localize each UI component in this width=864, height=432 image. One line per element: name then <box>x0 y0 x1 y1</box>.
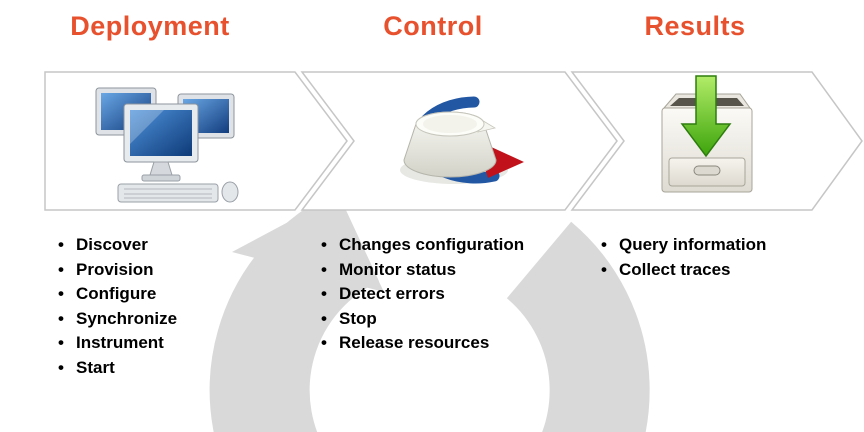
deployment-task-list: Discover Provision Configure Synchronize… <box>55 233 177 380</box>
list-item: Provision <box>55 258 177 283</box>
list-item: Discover <box>55 233 177 258</box>
list-item: Stop <box>318 307 524 332</box>
phase-title-results: Results <box>644 11 746 41</box>
list-item: Changes configuration <box>318 233 524 258</box>
list-item: Instrument <box>55 331 177 356</box>
control-task-list: Changes configuration Monitor status Det… <box>318 233 524 356</box>
archive-download-icon <box>661 75 753 193</box>
phase-title-deployment: Deployment <box>70 11 230 41</box>
phase-title-control: Control <box>383 11 483 41</box>
desktop-computers-icon <box>95 87 239 203</box>
list-item: Release resources <box>318 331 524 356</box>
results-task-list: Query information Collect traces <box>598 233 766 282</box>
list-item: Synchronize <box>55 307 177 332</box>
list-item: Collect traces <box>598 258 766 283</box>
control-knob-icon <box>400 96 524 184</box>
list-item: Monitor status <box>318 258 524 283</box>
list-item: Query information <box>598 233 766 258</box>
list-item: Start <box>55 356 177 381</box>
list-item: Configure <box>55 282 177 307</box>
list-item: Detect errors <box>318 282 524 307</box>
